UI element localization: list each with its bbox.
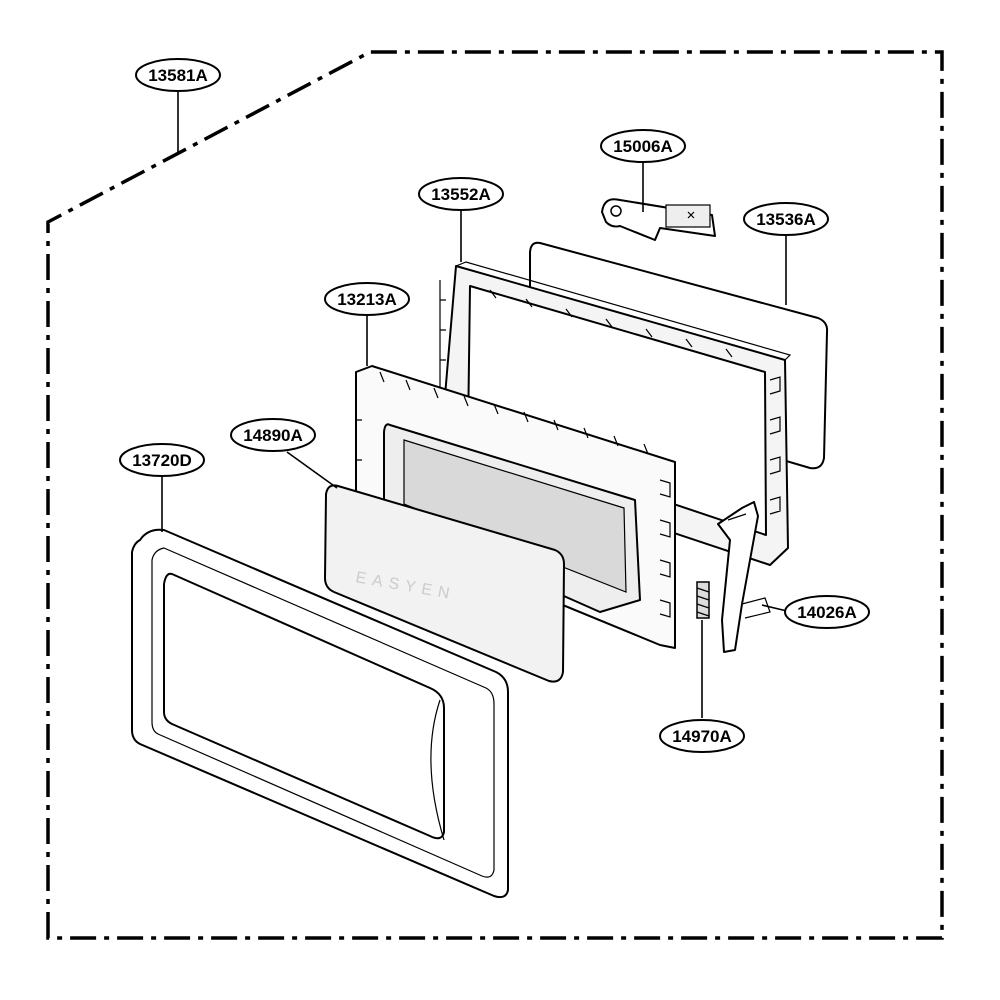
part-door-frame [355, 365, 676, 649]
part-door-front [131, 528, 509, 899]
part-hook-bracket [601, 198, 716, 241]
callout-14890A: 14890A [230, 418, 316, 452]
callout-label: 13536A [756, 210, 816, 229]
callout-label: 14970A [672, 727, 732, 746]
callout-label: 13552A [431, 185, 491, 204]
callout-13552A: 13552A [418, 177, 504, 211]
callout-14970A: 14970A [659, 719, 745, 753]
callout-13213A: 13213A [324, 282, 410, 316]
part-latch-lever [717, 501, 771, 653]
callout-label: 13581A [148, 66, 208, 85]
part-spring [696, 581, 710, 619]
part-choke-frame [439, 261, 792, 566]
assembly-boundary [46, 50, 944, 940]
callout-13720D: 13720D [119, 443, 205, 477]
leader-lines [161, 92, 788, 718]
callout-14026A: 14026A [784, 595, 870, 629]
part-glass-plate: EASYEN [324, 484, 565, 683]
callout-label: 13213A [337, 290, 397, 309]
callout-label: 13720D [132, 451, 192, 470]
callout-label: 15006A [613, 137, 673, 156]
callout-label: 14890A [243, 426, 303, 445]
callout-13536A: 13536A [743, 202, 829, 236]
callout-label: 14026A [797, 603, 857, 622]
callout-13581A: 13581A [135, 58, 221, 92]
callout-15006A: 15006A [600, 129, 686, 163]
